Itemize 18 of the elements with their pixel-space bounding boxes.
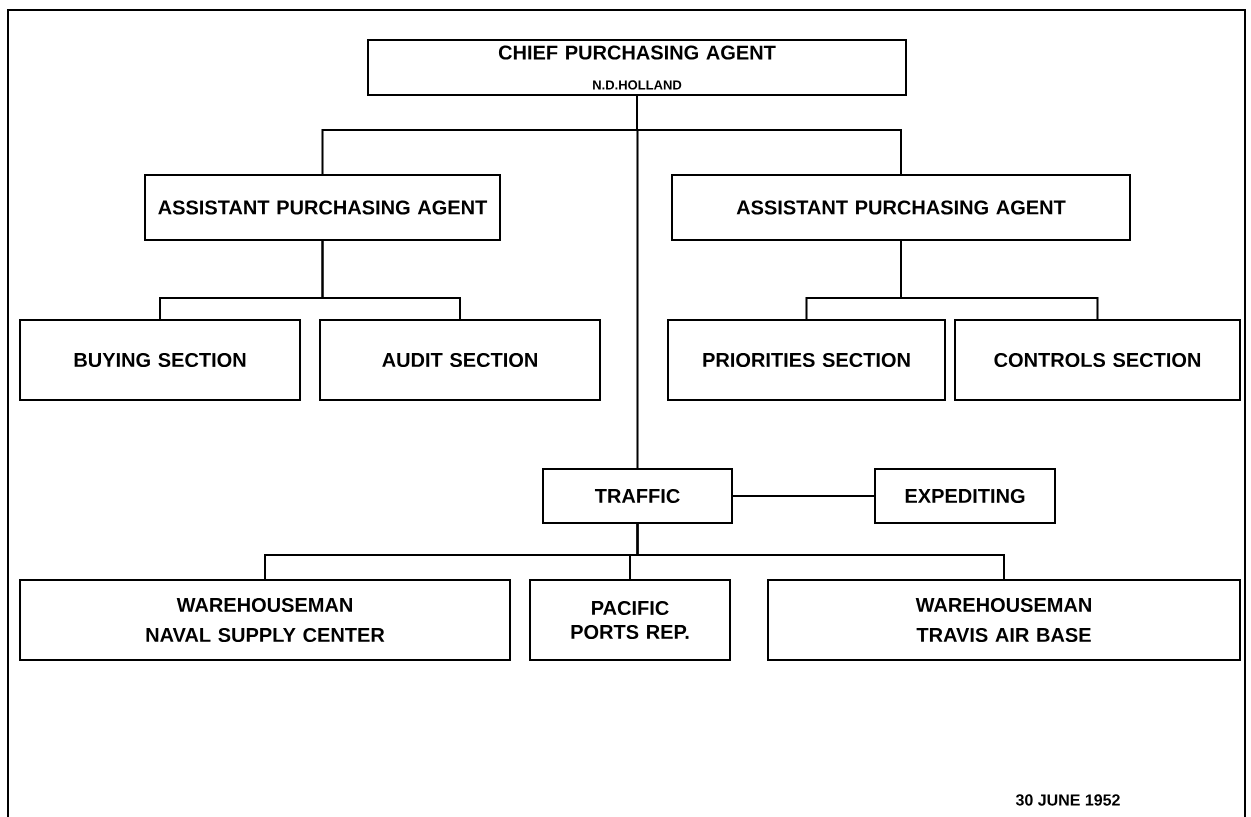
org-box: PACIFIC PORTS REP.: [529, 579, 731, 661]
org-box: TRAFFIC: [542, 468, 733, 524]
connector-line: [321, 240, 461, 320]
org-box: ASSISTANT PURCHASING AGENT: [144, 174, 501, 241]
date-label: 30 JUNE 1952: [1015, 794, 1120, 806]
connector-line: [732, 495, 875, 497]
org-box: CONTROLS SECTION: [954, 319, 1241, 401]
connector-line: [636, 95, 639, 469]
org-box: CHIEF PURCHASING AGENT N.D.HOLLAND: [367, 39, 907, 96]
org-box: BUYING SECTION: [19, 319, 301, 401]
org-box: ASSISTANT PURCHASING AGENT: [671, 174, 1131, 241]
org-box: AUDIT SECTION: [319, 319, 601, 401]
org-box: WAREHOUSEMAN NAVAL SUPPLY CENTER: [19, 579, 511, 661]
org-box: WAREHOUSEMAN TRAVIS AIR BASE: [767, 579, 1241, 661]
org-box: PRIORITIES SECTION: [667, 319, 946, 401]
connector-line: [900, 240, 1099, 320]
connector-line: [636, 523, 1005, 580]
org-box: EXPEDITING: [874, 468, 1056, 524]
